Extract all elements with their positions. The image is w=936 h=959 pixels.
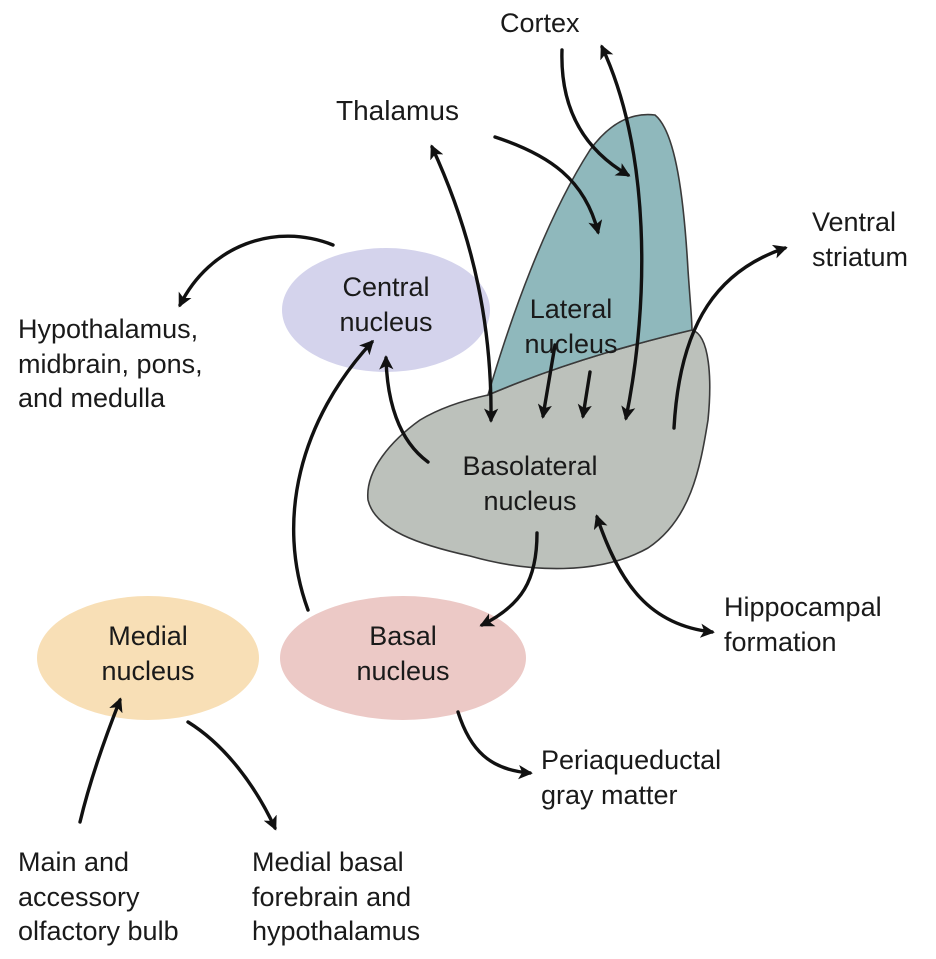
- basolateral-nucleus-label: Basolateral nucleus: [445, 449, 615, 518]
- cortex-label: Cortex: [500, 6, 580, 41]
- medial-basal-forebrain-label: Medial basal forebrain and hypothalamus: [252, 845, 420, 949]
- lateral-nucleus-label: Lateral nucleus: [506, 292, 636, 361]
- basal-nucleus-label: Basal nucleus: [333, 619, 473, 688]
- hippocampal-formation-label: Hippocampal formation: [724, 590, 882, 659]
- periaqueductal-gray-label: Periaqueductal gray matter: [541, 743, 721, 812]
- ventral-striatum-label: Ventral striatum: [812, 205, 908, 274]
- hypothalamus-midbrain-label: Hypothalamus, midbrain, pons, and medull…: [18, 312, 203, 416]
- olfactory-bulb-label: Main and accessory olfactory bulb: [18, 845, 179, 949]
- medial-nucleus-label: Medial nucleus: [78, 619, 218, 688]
- arrow-basal-to-central: [294, 342, 372, 610]
- arrow-medial-to-forebrain: [188, 722, 275, 828]
- arrow-olfactory-to-medial: [80, 700, 120, 822]
- thalamus-label: Thalamus: [336, 93, 459, 129]
- arrow-basal-to-periaqueductal: [458, 712, 530, 773]
- central-nucleus-label: Central nucleus: [316, 270, 456, 339]
